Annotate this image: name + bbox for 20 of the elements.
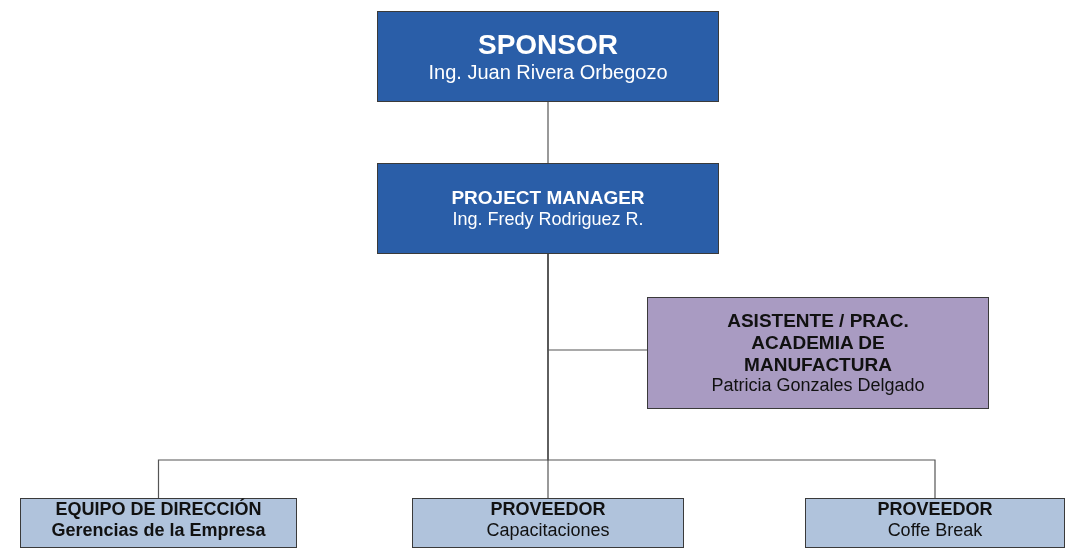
- org-box: [647, 297, 989, 409]
- role-title: SPONSOR: [478, 28, 618, 62]
- person-name: Ing. Fredy Rodriguez R.: [452, 209, 644, 230]
- person-name: Gerencias de la Empresa: [51, 519, 266, 541]
- role-title: EQUIPO DE DIRECCIÓN: [55, 499, 262, 520]
- person-name: Coffe Break: [887, 519, 983, 541]
- role-title: PROVEEDOR: [490, 499, 606, 520]
- org-box: [805, 498, 1065, 548]
- org-box: [377, 163, 719, 254]
- role-title: PROVEEDOR: [877, 499, 993, 520]
- person-name: Capacitaciones: [486, 519, 610, 541]
- connector-line: [547, 101, 549, 164]
- person-name: Patricia Gonzales Delgado: [711, 375, 925, 397]
- role-title: PROJECT MANAGER: [451, 187, 645, 210]
- org-box: [377, 11, 719, 102]
- person-name: Ing. Juan Rivera Orbegozo: [428, 61, 668, 85]
- org-box: [412, 498, 684, 548]
- role-title: ASISTENTE / PRAC. ACADEMIA DE MANUFACTURA: [726, 309, 910, 376]
- connector-line: [547, 253, 936, 499]
- org-box: [20, 498, 297, 548]
